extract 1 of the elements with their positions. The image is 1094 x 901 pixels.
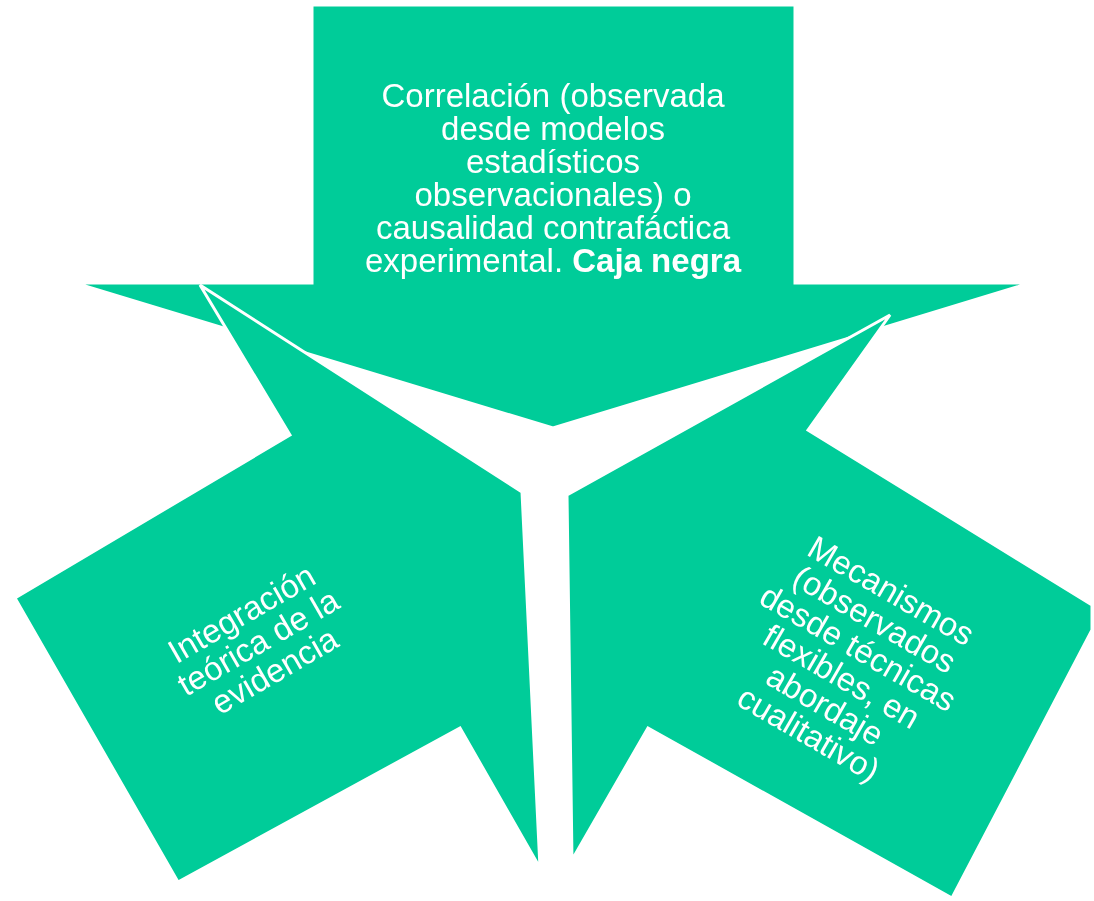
arrow-text: Correlación (observada desde modelos estadísticos observacionales) o causalidad contrafáctica experimental. Caja negra bbox=[364, 79, 743, 277]
